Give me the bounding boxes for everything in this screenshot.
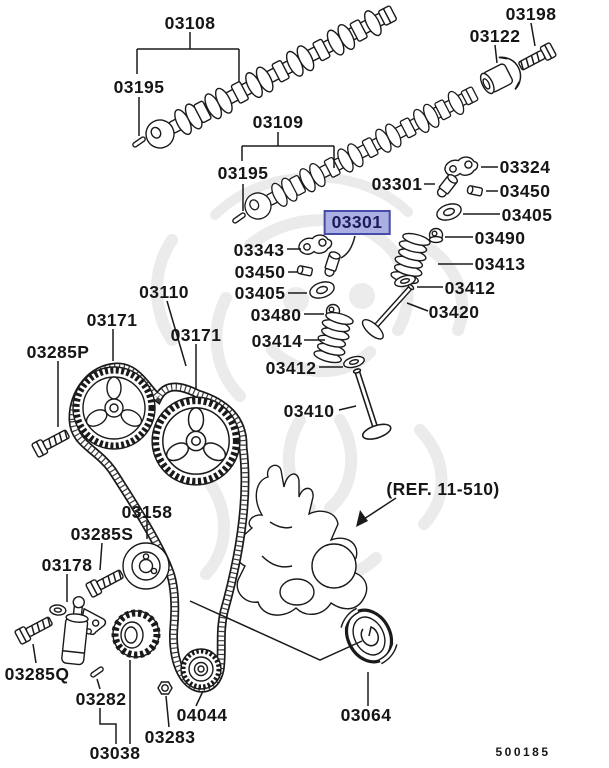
part-label-03405-b[interactable]: 03405: [501, 205, 553, 225]
pin-03195-b-drawing: [231, 211, 247, 225]
watermark: [151, 172, 469, 585]
part-label-03285Q[interactable]: 03285Q: [4, 664, 70, 684]
part-label-03450-b[interactable]: 03450: [499, 181, 551, 201]
part-label-03490[interactable]: 03490: [474, 228, 526, 248]
part-label-03420[interactable]: 03420: [428, 302, 480, 322]
oil-seal-drawing: [340, 607, 398, 665]
rocker-arm-a-drawing: [296, 232, 334, 259]
part-label-03198[interactable]: 03198: [505, 4, 557, 24]
part-label-03285P[interactable]: 03285P: [26, 342, 90, 362]
ref-note: (REF. 11-510): [386, 479, 500, 499]
crankshaft-sprocket-drawing: [180, 648, 222, 690]
pin-03282-drawing: [89, 665, 105, 679]
part-label-03412-b[interactable]: 03412: [444, 278, 496, 298]
part-label-03283[interactable]: 03283: [144, 727, 196, 747]
cylinder-head-sketch: [234, 464, 368, 616]
part-label-04044[interactable]: 04044: [176, 705, 228, 725]
bolt-03198-drawing: [516, 41, 558, 74]
part-label-03171-b[interactable]: 03171: [170, 325, 222, 345]
part-label-03110[interactable]: 03110: [139, 282, 189, 302]
part-label-03450-a[interactable]: 03450: [234, 262, 286, 282]
part-label-03301-selected[interactable]: 03301: [323, 210, 391, 235]
bolt-03285Q-drawing: [13, 613, 55, 646]
nut-03283-drawing: [157, 681, 173, 695]
part-label-03195-a[interactable]: 03195: [113, 77, 165, 97]
part-label-03480[interactable]: 03480: [250, 305, 302, 325]
pin-03195-a-drawing: [131, 135, 147, 149]
ref-arrowhead: [356, 510, 368, 527]
part-label-03178[interactable]: 03178: [41, 555, 93, 575]
leader-lines: [32, 22, 536, 744]
valve-seat-b-drawing: [466, 184, 484, 197]
part-label-03171-a[interactable]: 03171: [86, 310, 138, 330]
valve-seat-a-drawing: [296, 264, 314, 277]
oil-pump-sprocket-drawing: [111, 609, 161, 659]
part-label-03109[interactable]: 03109: [252, 112, 304, 132]
valve-seal-a-drawing: [307, 278, 337, 302]
part-label-03413[interactable]: 03413: [474, 254, 526, 274]
part-label-03285S[interactable]: 03285S: [70, 524, 134, 544]
tensioner-pulley-drawing: [122, 542, 170, 590]
part-label-03038[interactable]: 03038: [89, 743, 141, 763]
lash-adjuster-a-drawing: [322, 249, 342, 279]
part-label-03282[interactable]: 03282: [75, 689, 127, 709]
part-label-03301-b[interactable]: 03301: [371, 174, 423, 194]
part-label-03414[interactable]: 03414: [251, 331, 303, 351]
valve-seal-b-drawing: [434, 200, 464, 224]
cam-sprocket-b-drawing: [152, 397, 240, 485]
camshaft-03109-drawing: [240, 82, 481, 224]
cam-sprocket-a-drawing: [73, 367, 155, 449]
part-label-03412-a[interactable]: 03412: [265, 358, 317, 378]
spring-seat-a-drawing: [341, 353, 367, 371]
part-label-03158[interactable]: 03158: [121, 502, 173, 522]
diagram-code: 500185: [495, 745, 551, 759]
bolt-03285P-drawing: [30, 426, 72, 459]
part-label-03324[interactable]: 03324: [499, 157, 551, 177]
part-label-03195-b[interactable]: 03195: [217, 163, 269, 183]
part-label-03108[interactable]: 03108: [164, 13, 216, 33]
part-label-03064[interactable]: 03064: [340, 705, 392, 725]
part-label-03410[interactable]: 03410: [283, 401, 335, 421]
cam-end-cap-drawing: [479, 56, 522, 95]
valve-spring-a-drawing: [312, 309, 355, 366]
lash-adjuster-b-drawing: [434, 172, 460, 200]
part-label-03405-a[interactable]: 03405: [234, 283, 286, 303]
part-label-03122[interactable]: 03122: [469, 26, 521, 46]
part-label-03343[interactable]: 03343: [233, 240, 285, 260]
belt-tensioner-drawing: [49, 595, 107, 666]
retainer-03490-drawing: [428, 227, 444, 244]
